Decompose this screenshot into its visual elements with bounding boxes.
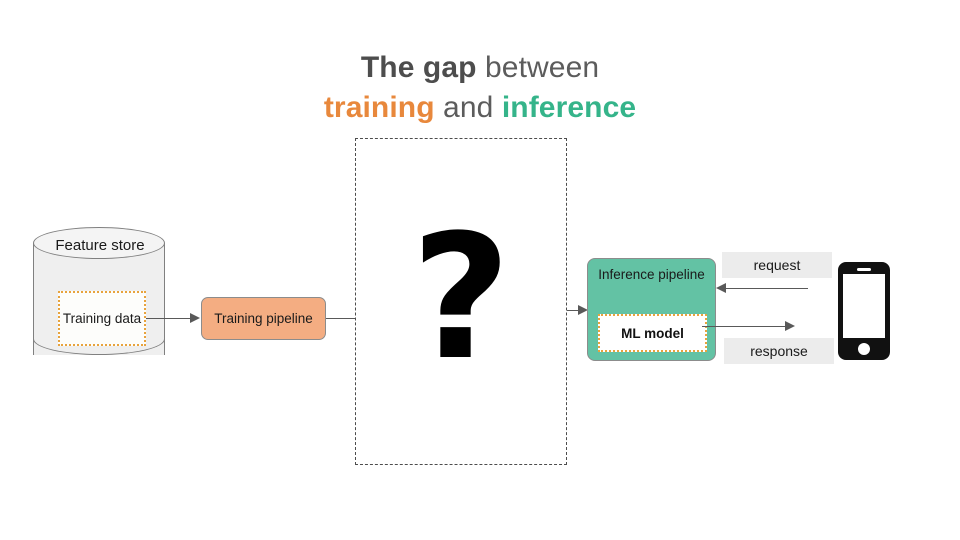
training-pipeline-box: Training pipeline — [201, 297, 326, 340]
connector-response — [702, 326, 786, 327]
ml-model-box: ML model — [598, 314, 707, 352]
title-training: training — [323, 91, 435, 124]
question-mark-symbol: ? — [411, 197, 511, 398]
title-inference: inference — [501, 91, 637, 124]
connector-gap-to-inference — [567, 310, 580, 311]
phone-speaker-icon — [857, 268, 871, 271]
title-and: and — [434, 91, 502, 124]
phone-screen — [843, 274, 885, 338]
connector-data-to-training — [146, 318, 191, 319]
title-the-gap: The gap — [360, 51, 477, 84]
inference-pipeline-box: Inference pipeline ML model — [587, 258, 716, 361]
page-title: The gap between training and inference — [0, 48, 960, 128]
connector-training-to-gap — [326, 318, 356, 319]
arrowhead-request — [716, 282, 726, 293]
inference-pipeline-label: Inference pipeline — [598, 267, 705, 282]
request-label: request — [722, 252, 832, 278]
training-data-box: Training data — [58, 291, 146, 346]
connector-request — [726, 288, 808, 289]
arrowhead-gap-to-inference — [578, 304, 588, 315]
arrowhead-response — [785, 320, 795, 331]
cylinder-top-ellipse — [33, 227, 165, 259]
gap-region-box — [355, 138, 567, 465]
response-label: response — [724, 338, 834, 364]
title-line-2: training and inference — [0, 88, 960, 128]
feature-store-label: Feature store — [55, 237, 145, 254]
smartphone-icon — [838, 262, 890, 360]
title-between: between — [476, 51, 600, 84]
arrowhead-data-to-training — [190, 312, 200, 323]
phone-home-button-icon — [858, 343, 870, 355]
